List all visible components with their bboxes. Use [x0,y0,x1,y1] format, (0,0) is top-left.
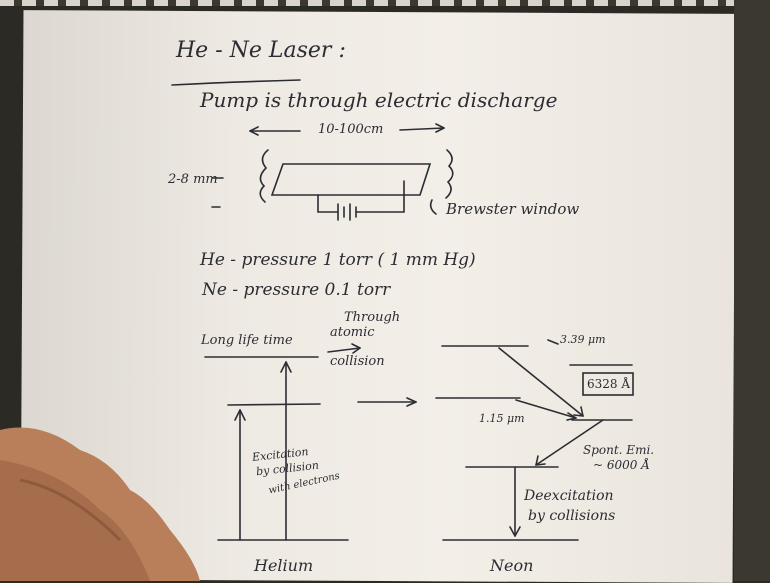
deexcitation-line-1: Deexcitation [524,488,614,504]
ir-3390-label: 3.39 μm [560,333,606,346]
pump-line: Pump is through electric discharge [200,88,557,112]
he-lower-level [228,404,320,405]
neon-label: Neon [490,556,533,575]
tube-length-label: 10-100cm [318,122,383,137]
spont-wavelength-label: ~ 6000 Å [593,458,650,472]
collision-label: collision [330,354,385,369]
spont-emission-label: Spont. Emi. [583,443,654,457]
line-6328-label: 6328 Å [587,377,630,391]
title: He - Ne Laser : [176,38,346,63]
long-life-label: Long life time [201,333,293,348]
atomic-label: atomic [330,325,375,340]
left-mirror [260,150,268,202]
discharge-wire-right [356,181,404,212]
title-text: He - Ne Laser [176,38,331,63]
laser-tube [272,164,430,195]
ne-pressure-line: Ne - pressure 0.1 torr [202,280,390,300]
discharge-wire-left [318,195,338,212]
brewster-pointer [431,200,436,214]
title-underline [172,80,300,85]
helium-label: Helium [254,556,313,575]
battery [338,204,356,220]
length-arrow-right [400,128,444,130]
title-colon: : [338,38,345,63]
he-pressure-line: He - pressure 1 torr ( 1 mm Hg) [200,250,476,270]
transition-3390 [499,348,583,416]
tube-diameter-label: 2-8 mm [168,172,218,187]
through-label: Through [344,310,400,325]
deexcitation-line-2: by collisions [528,508,615,524]
ir-1150-label: 1.15 μm [479,412,525,425]
brewster-label: Brewster window [446,200,579,218]
hand-image [0,420,200,581]
right-mirror [446,150,453,198]
